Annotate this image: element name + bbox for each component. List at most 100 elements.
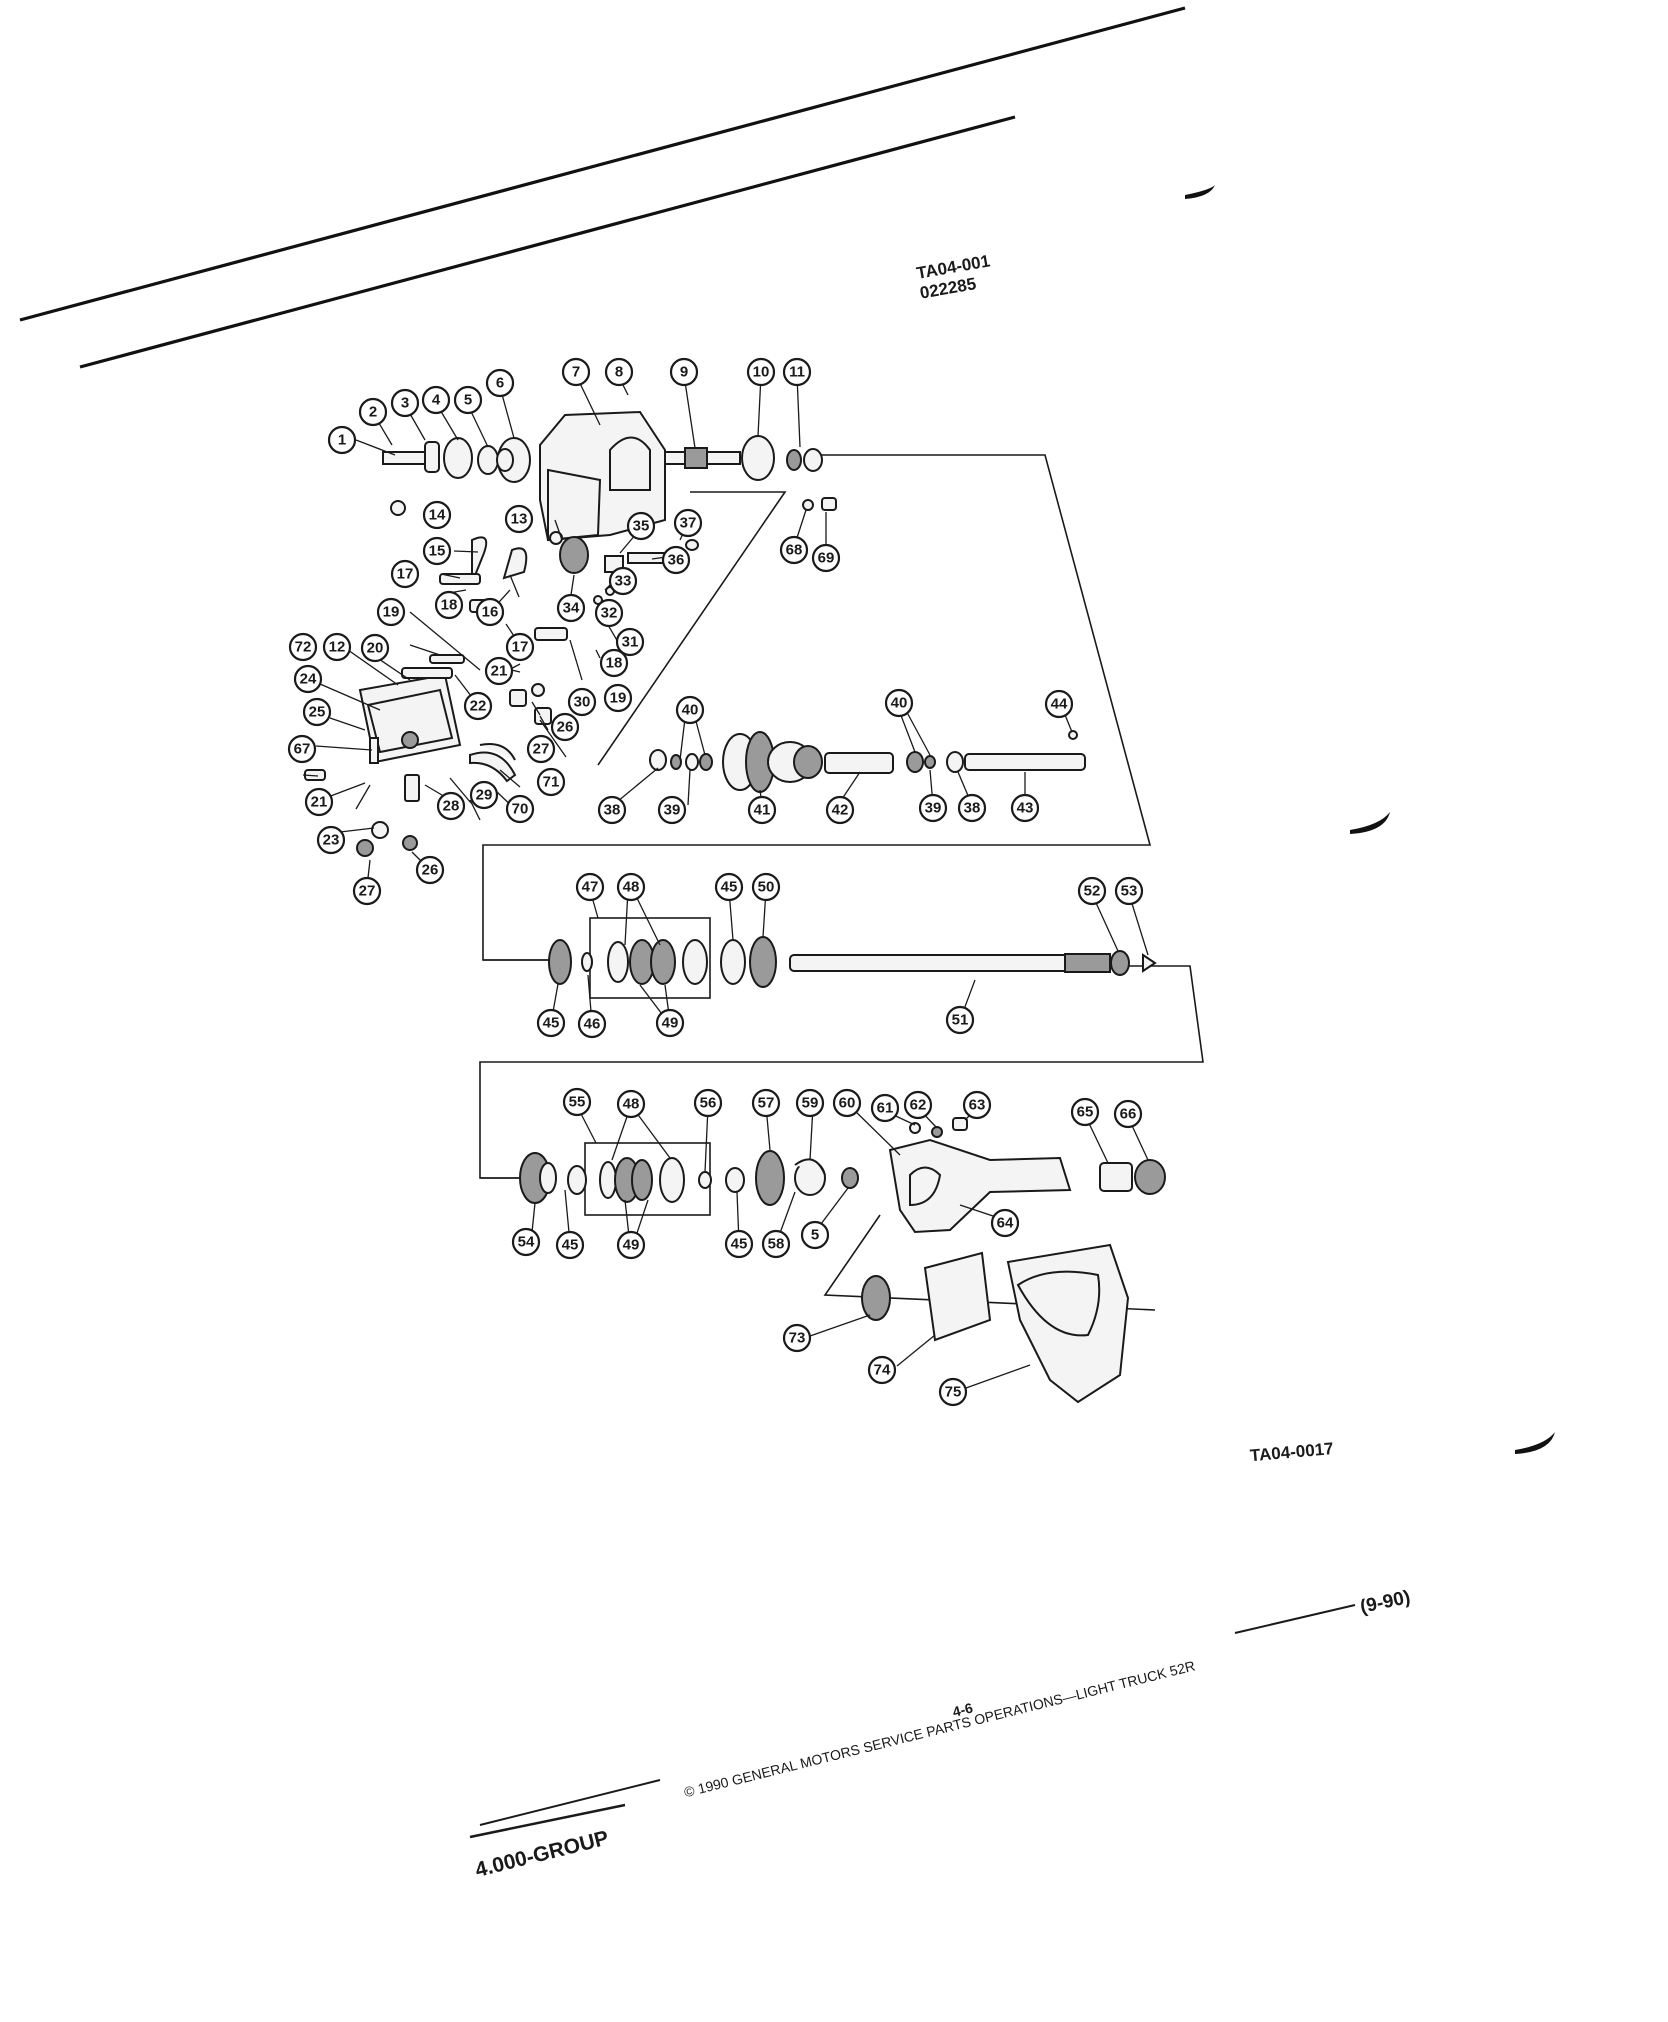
svg-text:6: 6: [496, 375, 504, 392]
callout-31: 31: [615, 627, 645, 657]
callout-14: 14: [422, 500, 452, 530]
callout-45d: 45: [724, 1229, 754, 1259]
svg-text:61: 61: [877, 1100, 894, 1117]
svg-text:29: 29: [476, 787, 493, 804]
page-number: 4-6: [951, 1699, 975, 1719]
callout-32: 32: [594, 598, 624, 628]
header-rule: [79, 115, 1016, 369]
callout-52: 52: [1077, 876, 1107, 906]
svg-text:40: 40: [891, 695, 908, 712]
callout-37: 37: [673, 508, 703, 538]
callout-26b: 26: [415, 855, 445, 885]
svg-text:13: 13: [511, 511, 528, 528]
svg-text:57: 57: [758, 1095, 775, 1112]
svg-text:56: 56: [700, 1095, 717, 1112]
svg-text:28: 28: [443, 798, 460, 815]
svg-text:51: 51: [952, 1012, 969, 1029]
callout-73: 73: [782, 1323, 812, 1353]
date-code: (9-90): [1358, 1587, 1412, 1618]
svg-text:10: 10: [753, 364, 770, 381]
svg-text:14: 14: [429, 507, 446, 524]
callout-39a: 39: [657, 795, 687, 825]
svg-text:52: 52: [1084, 883, 1101, 900]
svg-text:38: 38: [964, 800, 981, 817]
svg-text:27: 27: [359, 883, 376, 900]
svg-text:67: 67: [294, 741, 311, 758]
callout-18a: 18: [434, 590, 464, 620]
svg-text:47: 47: [582, 879, 599, 896]
svg-text:36: 36: [668, 552, 685, 569]
svg-text:75: 75: [945, 1384, 962, 1401]
svg-text:37: 37: [680, 515, 697, 532]
callout-64: 64: [990, 1208, 1020, 1238]
svg-text:12: 12: [329, 639, 346, 656]
callout-9: 9: [669, 357, 699, 387]
svg-text:33: 33: [615, 573, 632, 590]
callout-18b: 18: [599, 648, 629, 678]
callout-27a: 27: [526, 734, 556, 764]
callout-15: 15: [422, 536, 452, 566]
callout-21a: 21: [484, 656, 514, 686]
svg-text:45: 45: [562, 1237, 579, 1254]
callout-16: 16: [475, 597, 505, 627]
svg-text:19: 19: [610, 690, 627, 707]
callout-58: 58: [761, 1229, 791, 1259]
callout-45c: 45: [555, 1230, 585, 1260]
callout-38a: 38: [597, 795, 627, 825]
callout-17b: 17: [505, 632, 535, 662]
binder-mark-top: [1185, 185, 1215, 199]
callout-34: 34: [556, 593, 586, 623]
svg-text:74: 74: [874, 1362, 891, 1379]
svg-text:5: 5: [811, 1227, 819, 1244]
svg-text:39: 39: [925, 800, 942, 817]
callout-43: 43: [1010, 793, 1040, 823]
callout-36: 36: [661, 545, 691, 575]
callout-27b: 27: [352, 876, 382, 906]
callout-24: 24: [293, 664, 323, 694]
svg-text:7: 7: [572, 364, 580, 381]
svg-text:48: 48: [623, 1096, 640, 1113]
svg-text:18: 18: [606, 655, 623, 672]
svg-text:70: 70: [512, 801, 529, 818]
svg-text:72: 72: [295, 639, 312, 656]
callout-45a: 45: [536, 1008, 566, 1038]
svg-text:49: 49: [623, 1237, 640, 1254]
svg-text:65: 65: [1077, 1104, 1094, 1121]
svg-text:41: 41: [754, 802, 771, 819]
callout-35: 35: [626, 511, 656, 541]
callout-26a: 26: [550, 712, 580, 742]
callout-3: 3: [390, 388, 420, 418]
svg-text:63: 63: [969, 1097, 986, 1114]
group-label: 4.000-GROUP: [473, 1827, 611, 1882]
callout-51: 51: [945, 1005, 975, 1035]
callout-62: 62: [903, 1090, 933, 1120]
callout-30: 30: [567, 687, 597, 717]
callout-29: 29: [469, 780, 499, 810]
svg-text:69: 69: [818, 550, 835, 567]
svg-text:9: 9: [680, 364, 688, 381]
svg-text:22: 22: [470, 698, 487, 715]
callout-40b: 40: [884, 688, 914, 718]
callout-53: 53: [1114, 876, 1144, 906]
callout-48b: 48: [616, 1089, 646, 1119]
callout-72: 72: [288, 632, 318, 662]
binder-mark-mid: [1350, 812, 1390, 834]
svg-text:55: 55: [569, 1094, 586, 1111]
svg-text:27: 27: [533, 741, 550, 758]
svg-text:26: 26: [557, 719, 574, 736]
callout-57: 57: [751, 1088, 781, 1118]
callout-61: 61: [870, 1093, 900, 1123]
binder-mark-bottom: [1515, 1432, 1555, 1454]
extension-housing: [888, 1138, 1072, 1234]
svg-text:60: 60: [839, 1095, 856, 1112]
callout-21b: 21: [304, 787, 334, 817]
svg-text:17: 17: [512, 639, 529, 656]
callout-49b: 49: [616, 1230, 646, 1260]
svg-text:54: 54: [518, 1234, 535, 1251]
svg-text:15: 15: [429, 543, 446, 560]
section-mainshaft: [479, 917, 1204, 1179]
callout-65: 65: [1070, 1097, 1100, 1127]
svg-text:62: 62: [910, 1097, 927, 1114]
svg-text:18: 18: [441, 597, 458, 614]
